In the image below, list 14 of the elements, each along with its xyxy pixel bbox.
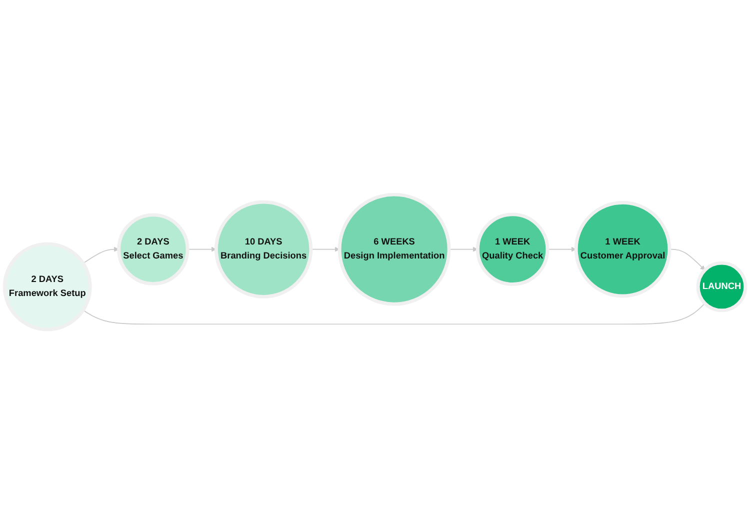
arrow (669, 248, 706, 270)
arrow (187, 246, 216, 252)
node-circle: LAUNCH (696, 261, 748, 312)
node-circle: 1 WEEK Quality Check (476, 212, 550, 286)
node-circle: 10 DAYS Branding Decisions (214, 200, 313, 298)
node-circle: 6 WEEKS Design Implementation (338, 192, 451, 306)
arrow (82, 246, 120, 264)
arrow (547, 246, 576, 252)
arrow (310, 246, 340, 252)
node-circle: 1 WEEK Customer Approval (574, 200, 672, 298)
node-circle: 2 DAYS Select Games (117, 213, 190, 286)
node-circle: 2 DAYS Framework Setup (2, 242, 92, 332)
arrow (448, 246, 478, 252)
connector (82, 302, 706, 324)
